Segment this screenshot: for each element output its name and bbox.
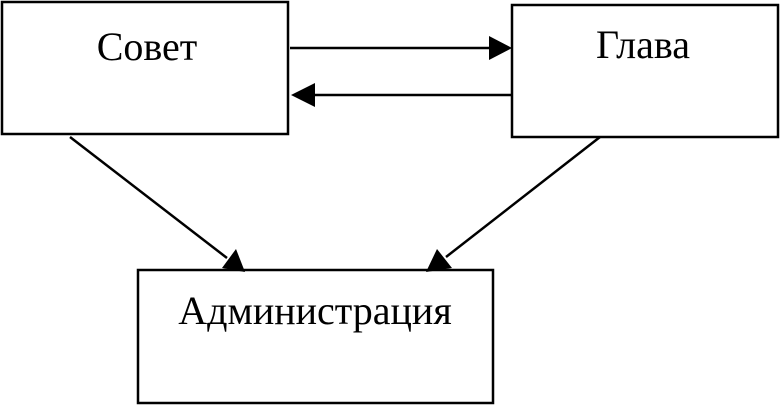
edge-council-to-administration-line — [69, 136, 228, 259]
edge-head-to-council-arrowhead — [291, 83, 315, 107]
edge-council-to-head — [290, 36, 512, 60]
edge-council-to-administration — [69, 136, 245, 272]
node-council-label: Совет — [97, 24, 198, 69]
edge-council-to-head-arrowhead — [489, 36, 512, 60]
node-head-label: Глава — [596, 22, 690, 67]
node-administration-label: Администрация — [178, 288, 451, 333]
edge-head-to-administration-line — [445, 136, 601, 258]
node-administration-box — [136, 268, 495, 405]
node-council: Совет — [0, 0, 290, 136]
edge-head-to-administration — [426, 136, 601, 272]
node-head-box — [510, 3, 780, 139]
node-administration: Администрация — [136, 268, 495, 405]
node-head: Глава — [510, 3, 780, 139]
edge-head-to-council — [291, 83, 512, 107]
edge-council-to-administration-arrowhead — [222, 249, 245, 272]
node-council-box — [0, 0, 290, 136]
edge-head-to-administration-arrowhead — [426, 249, 452, 272]
